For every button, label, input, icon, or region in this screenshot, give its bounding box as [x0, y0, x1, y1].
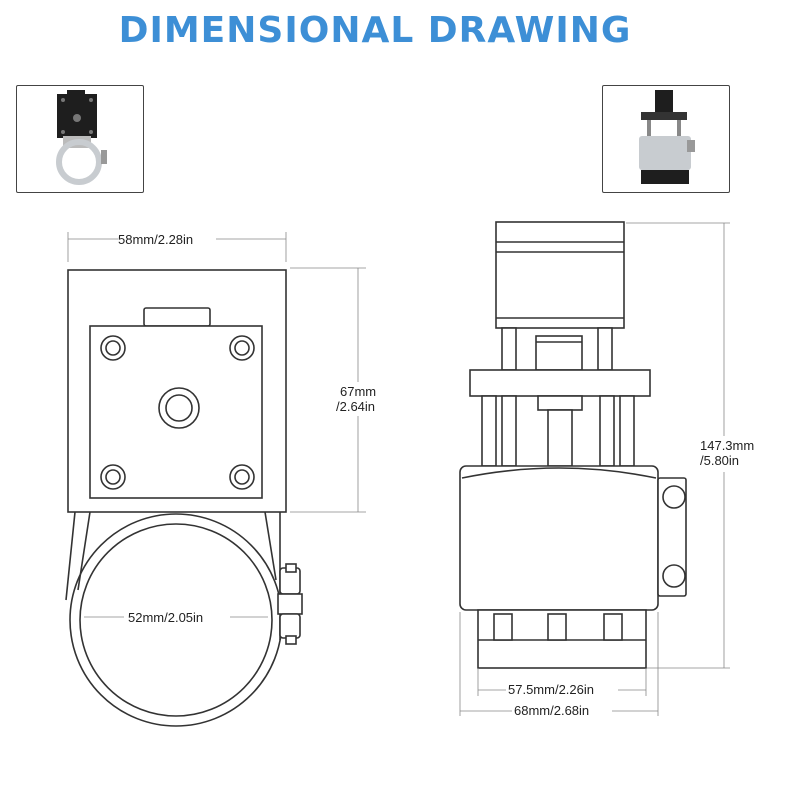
dim-total-height-mm: 147.3mm — [700, 438, 755, 453]
front-view-thumbnail — [16, 85, 144, 193]
dim-height-in: /2.64in — [336, 399, 376, 414]
dim-height-mm: 67mm — [340, 384, 377, 399]
dim-top-width: 58mm/2.28in — [118, 232, 194, 247]
front-view-photo — [56, 90, 107, 185]
side-view-thumbnail — [602, 85, 730, 193]
dim-base-outer: 68mm/2.68in — [514, 703, 590, 718]
front-view-drawing — [65, 232, 366, 727]
dim-total-height-in: /5.80in — [700, 453, 740, 468]
side-view-photo — [639, 90, 695, 184]
dim-base-inner: 57.5mm/2.26in — [508, 682, 594, 697]
dim-clamp-diameter: 52mm/2.05in — [128, 610, 204, 625]
page-title: DIMENSIONAL DRAWING — [118, 10, 632, 51]
side-view-drawing — [459, 221, 730, 716]
